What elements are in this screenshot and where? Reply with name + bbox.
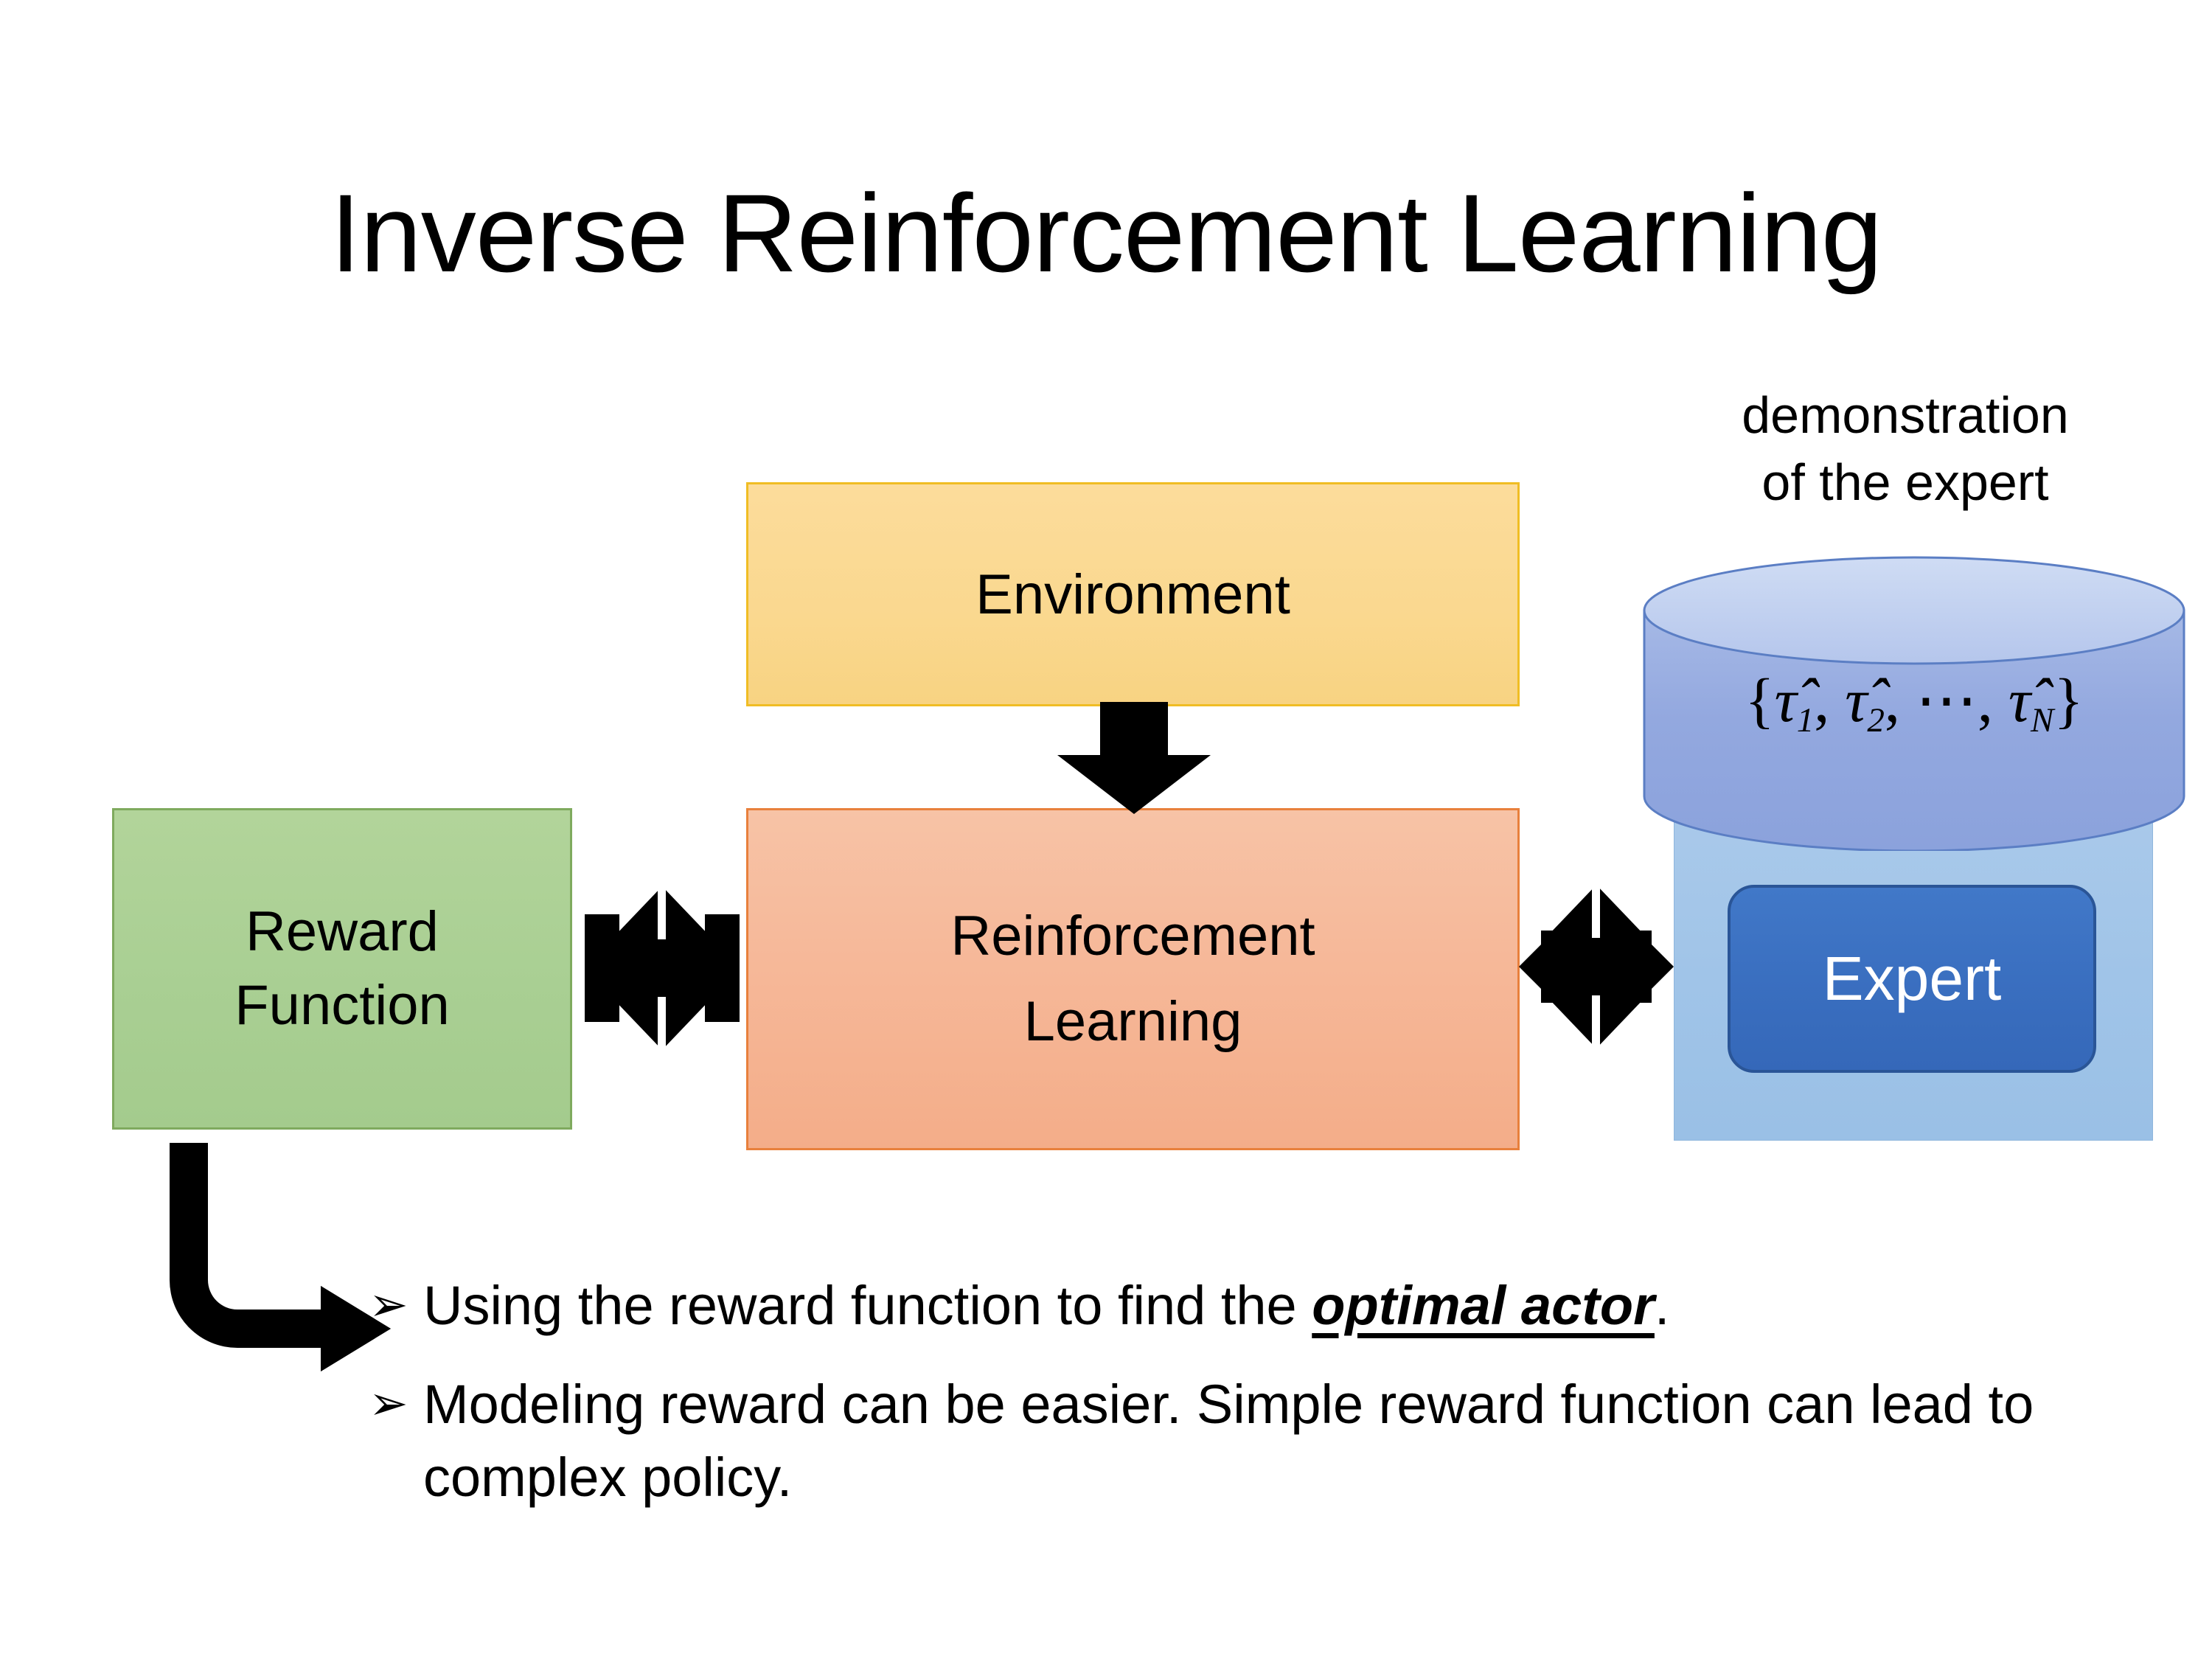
- formula-tau-2: τ̂: [1845, 667, 1868, 735]
- bent-arrow-icon: [170, 1143, 391, 1371]
- bullet-2-prefix: Modeling reward can be easier. Simple re…: [423, 1374, 2034, 1508]
- formula-comma-2: ,: [1884, 667, 1916, 735]
- down-arrow-icon: [1057, 702, 1211, 814]
- demonstration-caption: demonstration of the expert: [1634, 382, 2177, 516]
- formula-sub-2: 2: [1867, 701, 1885, 740]
- database-cylinder-icon: [1643, 556, 2185, 851]
- environment-box[interactable]: Environment: [746, 482, 1520, 706]
- formula-tau-1: τ̂: [1774, 667, 1797, 735]
- reward-function-box[interactable]: Reward Function: [112, 808, 572, 1130]
- four-way-arrow-icon-right: [1519, 885, 1674, 1048]
- page-title: Inverse Reinforcement Learning: [330, 171, 1883, 295]
- demonstration-caption-line1: demonstration: [1742, 386, 2069, 444]
- bullet-1-prefix: Using the reward function to find the: [423, 1275, 1312, 1336]
- reward-function-label: Reward Function: [234, 895, 450, 1043]
- bullet-1-suffix: .: [1654, 1275, 1670, 1336]
- rl-label-line1: Reinforcement: [950, 905, 1315, 968]
- expert-node[interactable]: Expert: [1728, 885, 2096, 1073]
- formula-close-brace: }: [2053, 667, 2084, 735]
- reward-function-label-line2: Function: [234, 974, 450, 1037]
- reward-function-label-line1: Reward: [246, 900, 439, 963]
- formula-sub-1: 1: [1796, 701, 1815, 740]
- trajectory-set-formula: {τ̂1, τ̂2, ⋯, τ̂N}: [1643, 664, 2185, 740]
- formula-comma-3: ,: [1977, 667, 2008, 735]
- environment-label: Environment: [975, 563, 1290, 626]
- formula-ellipsis: ⋯: [1915, 667, 1978, 735]
- four-way-arrow-icon-left: [585, 886, 740, 1050]
- demonstration-caption-line2: of the expert: [1761, 453, 2049, 511]
- reinforcement-learning-box[interactable]: Reinforcement Learning: [746, 808, 1520, 1150]
- expert-label: Expert: [1822, 944, 2002, 1013]
- formula-comma-1: ,: [1814, 667, 1846, 735]
- bullet-arrow-icon: ➢: [369, 1278, 408, 1331]
- bullet-text-1: Using the reward function to find the op…: [423, 1270, 2101, 1342]
- bullet-arrow-icon: ➢: [369, 1377, 408, 1430]
- formula-sub-n: N: [2030, 701, 2054, 740]
- list-item: ➢ Using the reward function to find the …: [369, 1270, 2101, 1342]
- bullet-text-2: Modeling reward can be easier. Simple re…: [423, 1368, 2101, 1514]
- formula-open-brace: {: [1745, 667, 1775, 735]
- reinforcement-learning-label: Reinforcement Learning: [950, 894, 1315, 1064]
- bullet-1-emphasis: optimal actor: [1312, 1275, 1655, 1336]
- rl-label-line2: Learning: [1023, 990, 1242, 1053]
- list-item: ➢ Modeling reward can be easier. Simple …: [369, 1368, 2101, 1514]
- bullet-list: ➢ Using the reward function to find the …: [369, 1270, 2101, 1514]
- formula-tau-n: τ̂: [2008, 667, 2031, 735]
